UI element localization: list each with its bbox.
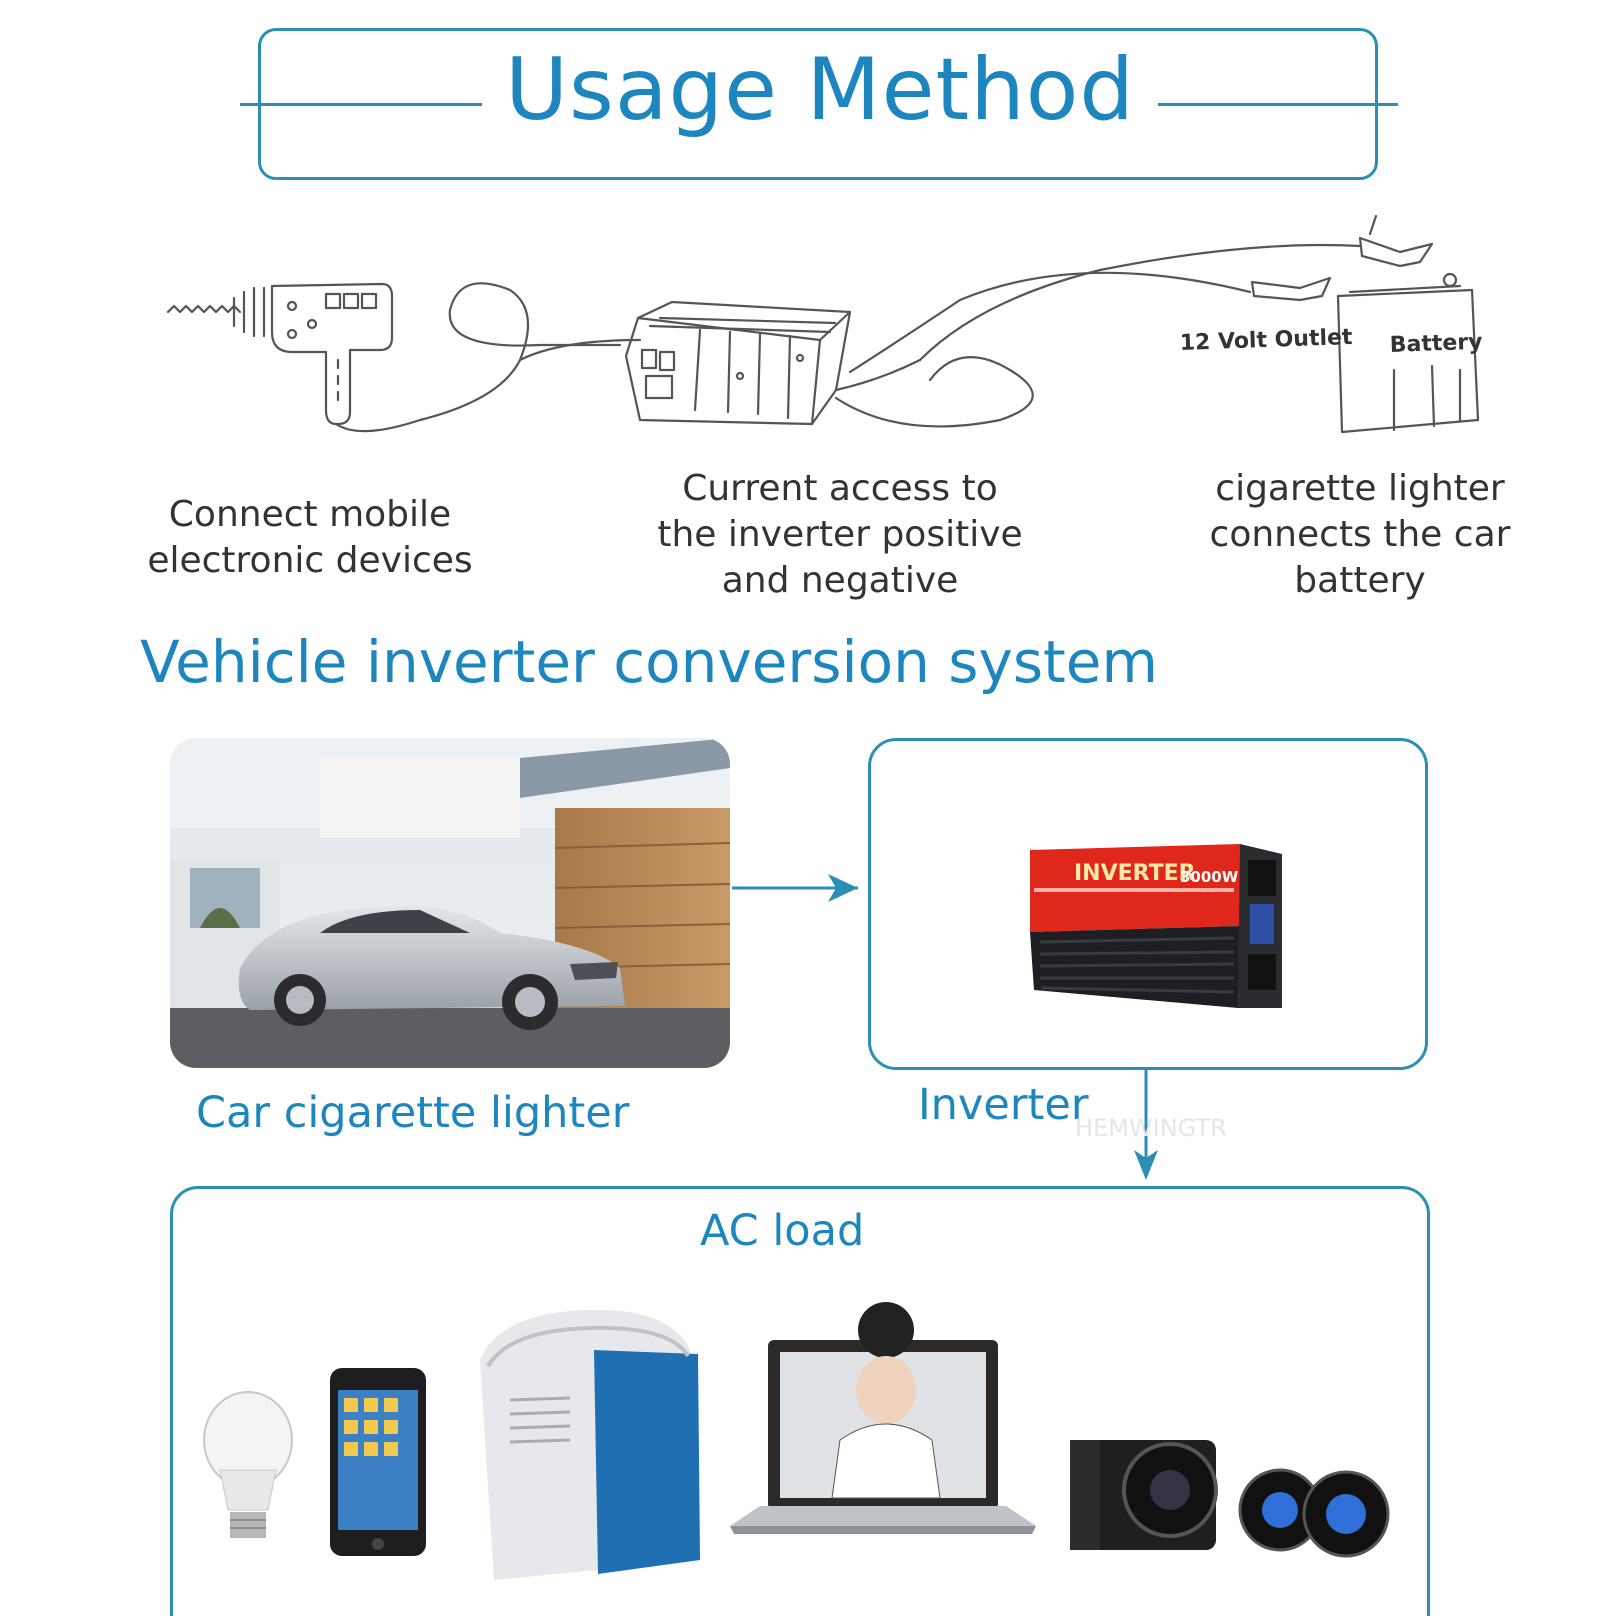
section-title: Vehicle inverter conversion system bbox=[140, 628, 1158, 696]
title-rule-left bbox=[240, 103, 482, 106]
battery-icon bbox=[1336, 272, 1480, 434]
step-caption-1: Connect mobile electronic devices bbox=[100, 492, 520, 584]
title-rule-right bbox=[1158, 103, 1398, 106]
ac-load-title: AC load bbox=[700, 1206, 865, 1256]
ac-load-devices bbox=[203, 1302, 1390, 1580]
inverter-brand: INVERTER bbox=[1074, 861, 1196, 886]
step-caption-line: battery bbox=[1294, 560, 1426, 601]
smartphone-icon bbox=[330, 1368, 426, 1556]
step-caption-line: connects the car bbox=[1209, 514, 1511, 555]
step-caption-2: Current access to the inverter positive … bbox=[620, 466, 1060, 604]
outlet-label: 12 Volt Outlet bbox=[1179, 325, 1353, 356]
source-label: Car cigarette lighter bbox=[196, 1088, 630, 1138]
inverter-icon: INVERTER 3000W bbox=[1030, 844, 1282, 1008]
inverter-frame bbox=[868, 738, 1428, 1070]
cooler-icon bbox=[480, 1309, 700, 1580]
step-caption-line: electronic devices bbox=[147, 540, 473, 581]
page-title: Usage Method bbox=[505, 40, 1135, 140]
step-caption-line: cigarette lighter bbox=[1215, 468, 1505, 509]
usage-diagram: 12 Volt Outlet Battery bbox=[166, 214, 1483, 434]
light-bulb-icon bbox=[203, 1391, 293, 1538]
step-caption-3: cigarette lighter connects the car batte… bbox=[1170, 466, 1550, 604]
step-caption-line: and negative bbox=[721, 560, 959, 601]
watermark: HEMWINGTR bbox=[1075, 1114, 1227, 1142]
inverter-icon bbox=[624, 300, 852, 426]
car-photo bbox=[170, 738, 730, 1068]
step-caption-line: Current access to bbox=[682, 468, 998, 509]
laptop-icon bbox=[730, 1302, 1036, 1534]
camera-icon bbox=[1070, 1440, 1218, 1550]
battery-label: Battery bbox=[1389, 330, 1483, 358]
inverter-power: 3000W bbox=[1180, 868, 1239, 886]
ac-load-frame bbox=[170, 1186, 1430, 1616]
step-caption-line: Connect mobile bbox=[168, 494, 452, 535]
drill-icon bbox=[166, 282, 642, 433]
clip-icon bbox=[1250, 214, 1434, 302]
inverter-label: Inverter bbox=[918, 1080, 1089, 1130]
speaker-icon bbox=[1238, 1468, 1390, 1558]
step-caption-line: the inverter positive bbox=[657, 514, 1023, 555]
